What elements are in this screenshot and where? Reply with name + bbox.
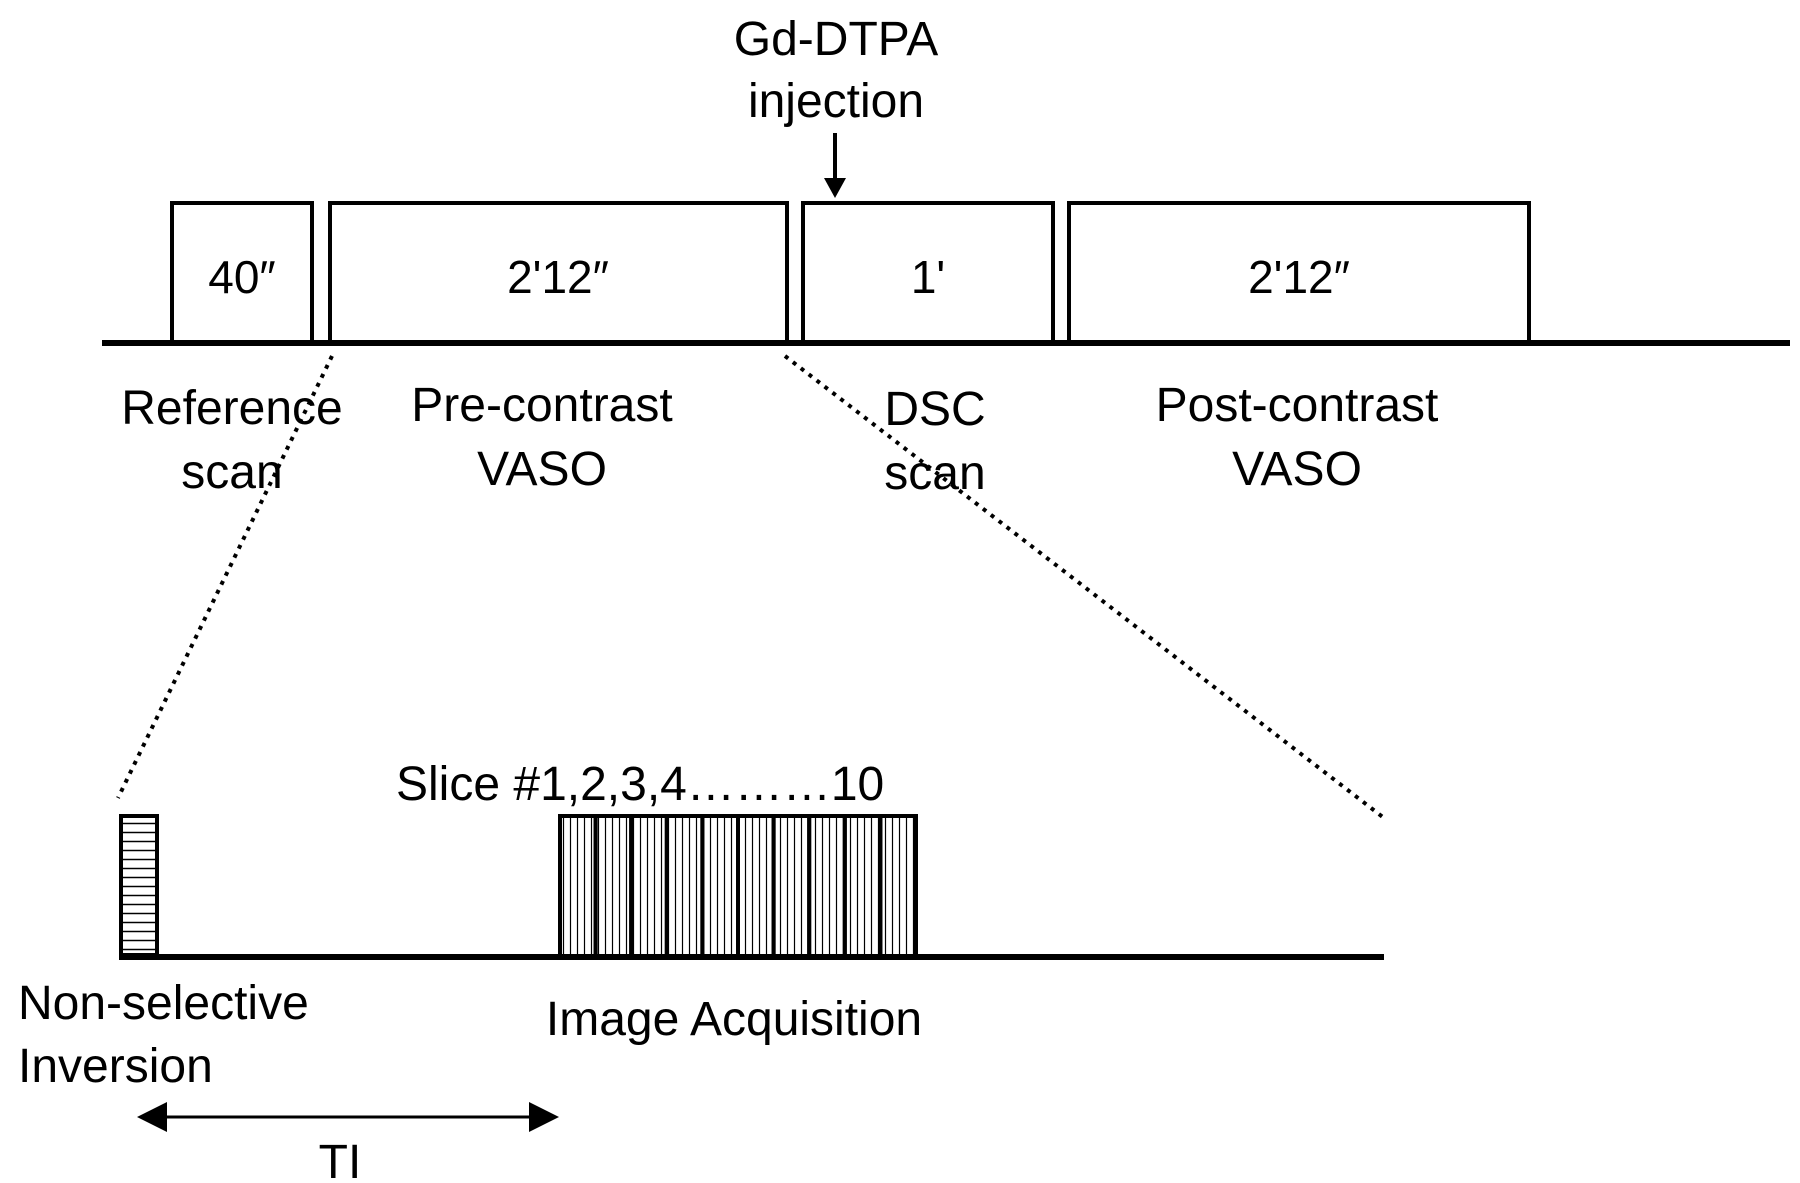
slice-block (558, 814, 598, 959)
pre-contrast-vaso-label-line2: VASO (477, 443, 607, 496)
slice-blocks (558, 814, 919, 959)
acquisition-label: Image Acquisition (546, 993, 922, 1046)
slice-block (771, 814, 812, 959)
pre-contrast-vaso-box (328, 201, 789, 345)
slice-block (736, 814, 776, 959)
injection-arrowhead (824, 178, 846, 198)
inversion-label-line2: Inversion (18, 1040, 213, 1093)
slice-block (664, 814, 705, 959)
dsc-scan-duration: 1' (911, 251, 945, 303)
post-contrast-vaso-label-line2: VASO (1232, 443, 1362, 496)
zoom-line-left (116, 355, 334, 799)
slice-block (593, 814, 634, 959)
reference-scan-label-line1: Reference (121, 382, 342, 435)
slice-block (807, 814, 847, 959)
slice-block (878, 814, 919, 959)
reference-scan-duration: 40″ (208, 251, 275, 303)
post-contrast-vaso-label-line1: Post-contrast (1156, 379, 1439, 432)
reference-scan-label-line2: scan (181, 446, 282, 499)
dsc-scan-label-line1: DSC (884, 383, 985, 436)
slice-block (700, 814, 741, 959)
post-contrast-vaso-duration: 2'12″ (1248, 251, 1350, 303)
pre-contrast-vaso-duration: 2'12″ (507, 251, 609, 303)
pre-contrast-vaso-label-line1: Pre-contrast (411, 379, 672, 432)
inversion-label-line1: Non-selective (18, 977, 309, 1030)
slice-block (842, 814, 883, 959)
zoom-line-right (783, 354, 1386, 820)
post-contrast-vaso-box (1067, 201, 1531, 345)
inversion-pulse-block (119, 814, 159, 957)
injection-label-line2: injection (748, 75, 924, 128)
slice-block (629, 814, 669, 959)
injection-label-line1: Gd-DTPA (734, 13, 938, 66)
ti-label: TI (319, 1136, 362, 1183)
slice-label: Slice #1,2,3,4………10 (396, 758, 884, 811)
